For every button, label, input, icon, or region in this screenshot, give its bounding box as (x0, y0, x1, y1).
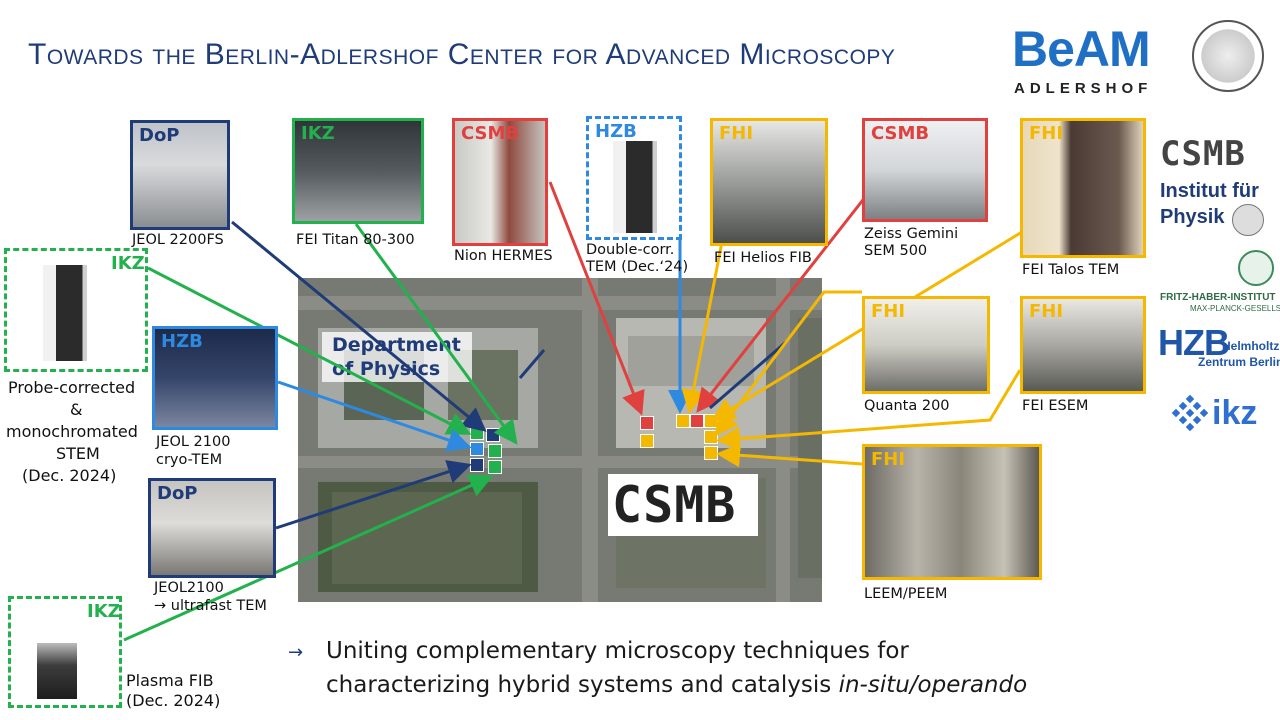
photo-jeol-2100-cryo: HZB (152, 326, 278, 430)
caption-jeol-2100-1: JEOL 2100 (156, 434, 231, 450)
caption-stem-1: Probe-corrected (8, 378, 136, 397)
institut-physik-logo-line1: Institut für (1160, 180, 1259, 202)
humboldt-small-seal-icon (1232, 204, 1264, 236)
photo-fei-talos: FHI (1020, 118, 1146, 258)
tag-dop1: DoP (139, 125, 180, 146)
ikz-logo-text: ikz (1212, 394, 1258, 432)
photo-leem-peem: FHI (862, 444, 1042, 580)
tag-fhi5: FHI (871, 449, 906, 470)
photo-zeiss-gemini: CSMB (862, 118, 988, 222)
tag-csmb2: CSMB (871, 123, 930, 144)
csmb-logo: CSMB (1160, 134, 1246, 174)
arrow-dop2 (275, 460, 472, 530)
fhi-seal-icon (1238, 250, 1274, 286)
arrow-ikz2 (147, 266, 472, 435)
bullet-line-2-italic: in-situ/operando (838, 672, 1028, 698)
photo-probe-corrected-stem: IKZ (4, 248, 148, 372)
bullet-line-2-plain: characterizing hybrid systems and cataly… (326, 672, 839, 698)
bullet-line-2: characterizing hybrid systems and cataly… (326, 672, 1027, 698)
photo-nion-hermes: CSMB (452, 118, 548, 246)
beam-logo: BeAM ADLERSHOF (1012, 20, 1172, 102)
page-title: Towards the Berlin-Adlershof Center for … (28, 38, 896, 71)
arrow-fhi4 (716, 369, 1022, 451)
caption-quanta: Quanta 200 (864, 398, 950, 414)
arrow-fhi5 (716, 443, 863, 468)
photo-fei-esem: FHI (1020, 296, 1146, 394)
tag-fhi2: FHI (1029, 123, 1064, 144)
caption-jeol2100-1: JEOL2100 (154, 580, 224, 596)
photo-jeol2100-ultrafast: DoP (148, 478, 276, 578)
marker-fhi-1 (640, 434, 654, 448)
tem-column-render (613, 141, 657, 233)
caption-plasma-fib-1: Plasma FIB (126, 671, 214, 690)
arrow-dop-nion (518, 349, 546, 379)
caption-jeol-2100-2: cryo-TEM (156, 452, 223, 468)
caption-stem-2: & (70, 400, 83, 419)
arrow-dop1 (231, 220, 487, 432)
stem-render (43, 265, 87, 361)
caption-fei-esem: FEI ESEM (1022, 398, 1089, 414)
csmb-map-label-box (608, 474, 758, 536)
caption-nion-hermes: Nion HERMES (454, 248, 553, 264)
arrow-fhi3 (714, 290, 862, 437)
tag-ikz1: IKZ (301, 123, 335, 144)
tag-csmb1: CSMB (461, 123, 520, 144)
marker-ikz-3 (488, 460, 502, 474)
tag-fhi1: FHI (719, 123, 754, 144)
caption-zeiss-2: SEM 500 (864, 243, 928, 259)
csmb-map-label: CSMB (612, 476, 737, 534)
hzb-sub2: Zentrum Berlin (1198, 355, 1280, 369)
caption-jeol2100-2: → ultrafast TEM (154, 598, 267, 614)
marker-csmb-1 (640, 416, 654, 430)
photo-double-corr-tem: HZB (586, 116, 682, 240)
hzb-logo: HZB (1158, 322, 1230, 363)
caption-stem-3: monochromated (6, 422, 138, 441)
caption-fei-helios: FEI Helios FIB (714, 250, 812, 266)
bullet-line-1: Uniting complementary microscopy techniq… (326, 638, 909, 664)
bullet-arrow: → (288, 642, 304, 663)
photo-quanta-200: FHI (862, 296, 990, 394)
caption-zeiss-1: Zeiss Gemini (864, 226, 959, 242)
marker-csmb-2 (690, 414, 704, 428)
adlershof-text: ADLERSHOF (1014, 80, 1153, 97)
caption-fei-talos: FEI Talos TEM (1022, 262, 1120, 278)
photo-fei-helios: FHI (710, 118, 828, 246)
humboldt-seal-icon (1192, 20, 1264, 92)
tag-hzb2: HZB (161, 331, 203, 352)
tag-fhi4: FHI (1029, 301, 1064, 322)
department-label-line1: Department (332, 334, 461, 356)
caption-leem-peem: LEEM/PEEM (864, 586, 948, 602)
fib-render (37, 643, 77, 699)
photo-plasma-fib: IKZ (8, 596, 122, 708)
arrow-ikz1 (354, 223, 518, 445)
photo-fei-titan: IKZ (292, 118, 424, 224)
arrow-dop-helios (709, 340, 787, 410)
fhi-logo-line2: MAX-PLANCK-GESELLSCHAFT (1190, 304, 1280, 313)
arrow-csmb2 (696, 195, 868, 413)
department-label-line2: of Physics (332, 358, 441, 380)
caption-double-corr-1: Double-corr. (586, 242, 675, 258)
caption-stem-4: STEM (56, 444, 100, 463)
beam-logo-text: BeAM (1012, 21, 1151, 77)
caption-double-corr-2: TEM (Dec.‘24) (586, 259, 689, 275)
arrow-ikz3 (123, 474, 494, 642)
tag-ikz3: IKZ (87, 601, 121, 622)
tag-ikz2: IKZ (111, 253, 145, 274)
fhi-logo-line1: FRITZ-HABER-INSTITUT (1160, 292, 1276, 303)
tag-dop2: DoP (157, 483, 198, 504)
caption-stem-5: (Dec. 2024) (22, 466, 117, 485)
arrow-csmb1 (548, 181, 645, 416)
marker-fhi-2 (676, 414, 690, 428)
ikz-diamond-icon (1170, 394, 1210, 434)
hzb-sub1: Helmholtz (1222, 339, 1280, 353)
institut-physik-logo-line2: Physik (1160, 206, 1225, 228)
tag-hzb1: HZB (595, 121, 637, 142)
caption-fei-titan: FEI Titan 80-300 (296, 232, 415, 248)
caption-plasma-fib-2: (Dec. 2024) (126, 691, 221, 710)
tag-fhi3: FHI (871, 301, 906, 322)
caption-jeol-2200fs: JEOL 2200FS (132, 232, 224, 248)
arrow-hzb2 (277, 380, 472, 452)
photo-jeol-2200fs: DoP (130, 120, 230, 230)
